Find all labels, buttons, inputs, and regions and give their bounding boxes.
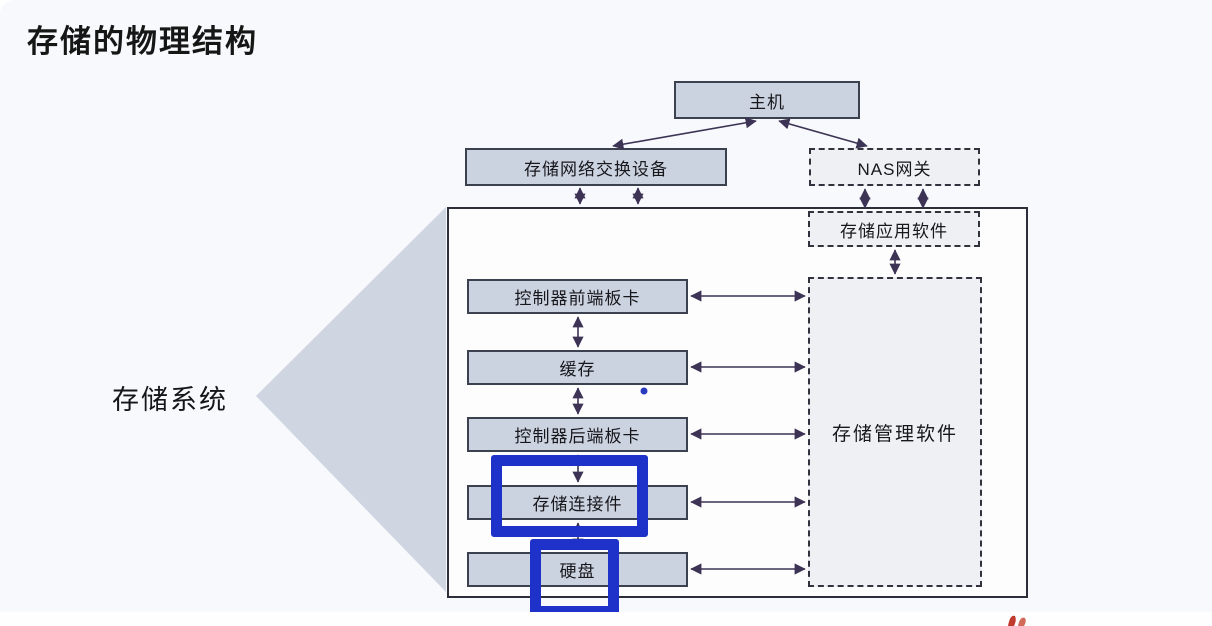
triangle-shape <box>256 207 446 592</box>
node-storage-connector: 存储连接件 <box>467 485 688 520</box>
node-storage-network-switch: 存储网络交换设备 <box>465 148 727 186</box>
node-storage-mgmt-software: 存储管理软件 <box>808 277 982 587</box>
node-hard-disk-label: 硬盘 <box>559 562 596 581</box>
bottom-strip <box>0 612 1212 626</box>
node-host: 主机 <box>674 81 860 119</box>
node-cache: 缓存 <box>467 350 688 385</box>
node-hard-disk: 硬盘 <box>467 552 688 587</box>
host-links <box>612 117 868 150</box>
node-host-label: 主机 <box>749 92 785 112</box>
node-storage-connector-label: 存储连接件 <box>532 495 623 514</box>
page-title: 存储的物理结构 <box>27 24 258 59</box>
node-nas-gateway: NAS网关 <box>809 148 980 186</box>
node-nas-gateway-label: NAS网关 <box>857 159 932 179</box>
highlight-storage-connector <box>491 455 648 537</box>
node-controller-back-board: 控制器后端板卡 <box>467 417 688 452</box>
node-storage-app-software: 存储应用软件 <box>808 211 980 247</box>
highlight-hard-disk <box>530 539 619 617</box>
node-storage-network-switch-label: 存储网络交换设备 <box>524 159 668 179</box>
node-storage-mgmt-software-label: 存储管理软件 <box>831 423 958 445</box>
node-controller-front-board: 控制器前端板卡 <box>467 279 688 314</box>
nas-to-app-arrows <box>859 188 929 209</box>
node-controller-back-board-label: 控制器后端板卡 <box>514 427 641 446</box>
storage-system-label: 存储系统 <box>112 385 228 415</box>
node-cache-label: 缓存 <box>559 360 596 379</box>
node-storage-app-software-label: 存储应用软件 <box>840 221 948 241</box>
switch-to-system-arrows <box>574 187 644 205</box>
node-controller-front-board-label: 控制器前端板卡 <box>514 289 641 308</box>
